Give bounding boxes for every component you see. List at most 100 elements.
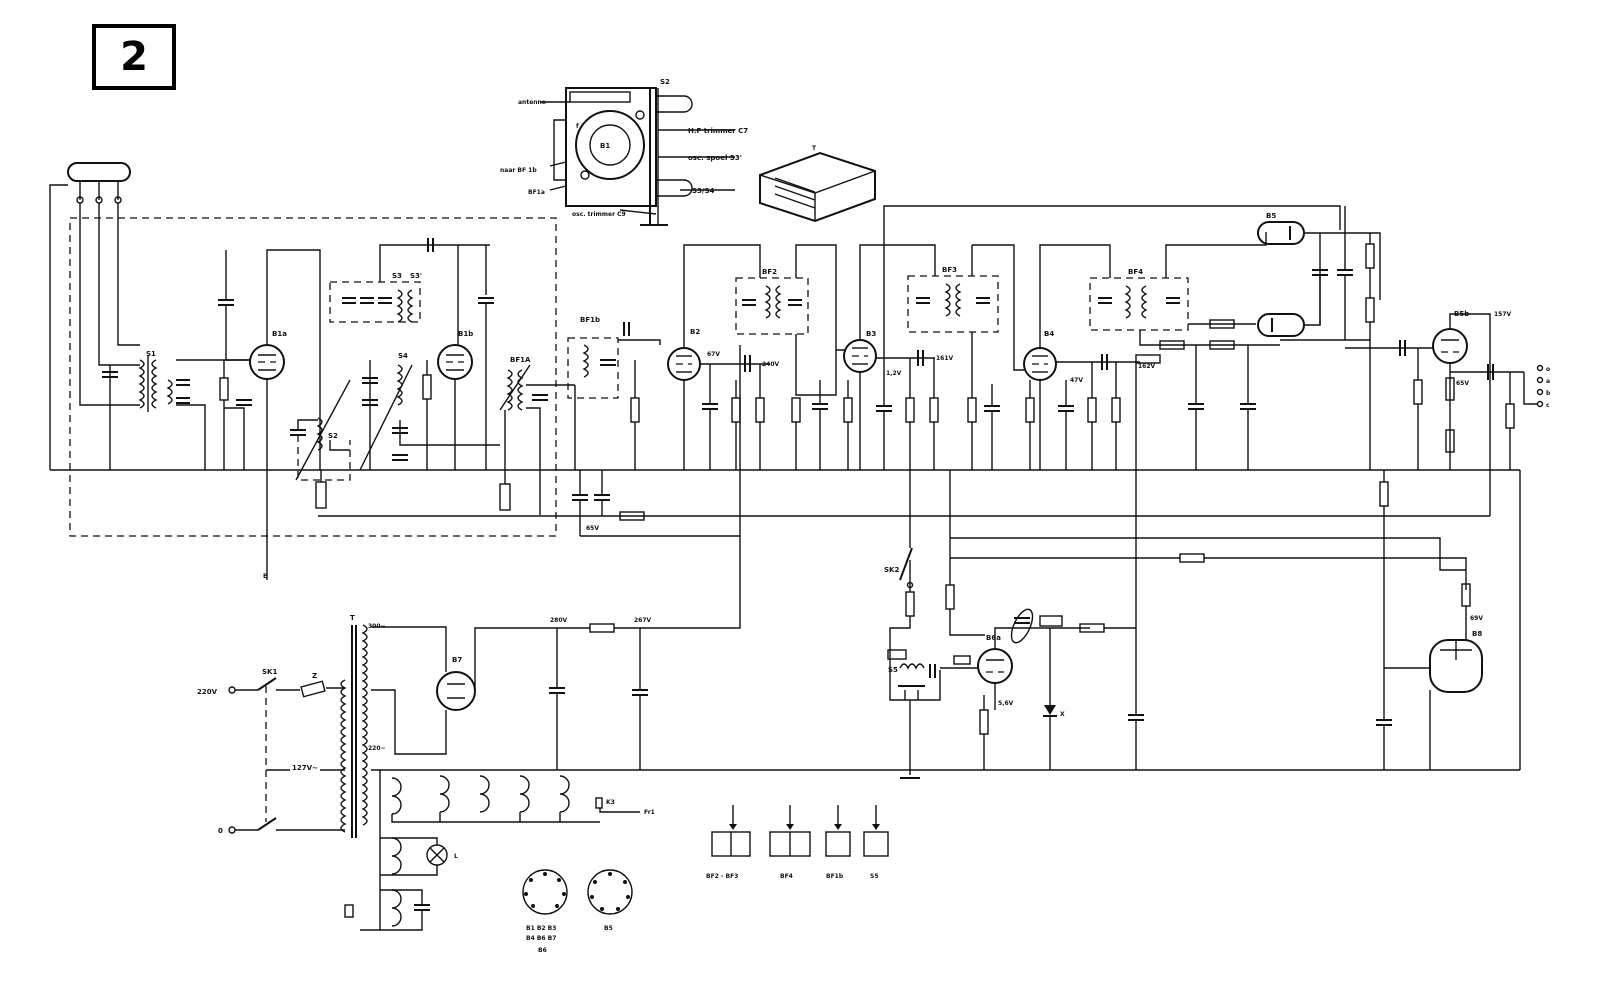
label-b2: B2: [690, 328, 700, 336]
label-osc-trimmer: osc. trimmer C9: [572, 211, 626, 218]
antenna-terminal: [49, 162, 140, 470]
label-b8: B8: [1472, 630, 1482, 638]
volt-b4-47v: 47V: [1070, 377, 1083, 384]
mains-input: 220V 0 SK1 Z: [197, 668, 326, 835]
label-s3s4: S3/S4: [692, 187, 715, 195]
label-fuse: Z: [312, 672, 317, 680]
coil-s4: S4: [359, 352, 413, 471]
output-o: o: [1546, 366, 1550, 373]
label-b4: B4: [1044, 330, 1054, 338]
volt-ps-280v: 280V: [550, 617, 568, 624]
label-b5: B5: [1266, 212, 1276, 220]
label-inset-f: f: [576, 123, 579, 130]
volt-b2-67v: 67V: [707, 351, 720, 358]
label-bf1a: BF1A: [510, 356, 531, 364]
volt-220ac: 220~: [368, 745, 386, 752]
output-a: a: [1546, 378, 1550, 385]
label-naar-bf1b: naar BF 1b: [500, 167, 537, 174]
svg-text:B4 B6 B7: B4 B6 B7: [526, 935, 556, 942]
label-sk2: SK2: [884, 566, 899, 574]
tube-b5b: B5b: [1432, 310, 1469, 364]
volt-b2-240v: 240V: [762, 361, 780, 368]
output-c: c: [1546, 402, 1550, 409]
label-bf1b: BF1b: [580, 316, 600, 324]
filter-bf1b: BF1b: [567, 316, 619, 399]
filter-bf2: BF2: [735, 268, 809, 335]
svg-text:1,2V: 1,2V: [886, 370, 902, 377]
tube-b8: B8: [1429, 630, 1483, 693]
label-hf-trimmer: H.F trimmer C7: [688, 127, 748, 135]
label-x: X: [1060, 711, 1065, 718]
heater-chain: K3 Fr1 L: [344, 770, 655, 931]
sheet-number-box: 2: [92, 24, 176, 90]
svg-text:B1 B2 B3: B1 B2 B3: [526, 925, 556, 932]
label-0: 0: [218, 827, 223, 835]
label-bf3: BF3: [942, 266, 957, 274]
volt-b8-69v: 69V: [1470, 615, 1483, 622]
rf-section-enclosure: [69, 217, 557, 537]
label-k3: K3: [606, 799, 615, 806]
socket-pin-views: B1 B2 B3 B4 B6 B7 B6 B5: [522, 869, 633, 954]
volt-b4-162v: 162V: [1138, 363, 1156, 370]
label-b3: B3: [866, 330, 876, 338]
legend-s5: S5: [870, 873, 879, 880]
label-t: T: [350, 614, 355, 622]
label-bf1a: BF1a: [528, 189, 545, 196]
tube-b7: B7: [436, 656, 476, 711]
label-s5: S5: [888, 666, 898, 674]
label-inset-s2: S2: [660, 78, 670, 86]
coil-pin-legend: BF2 - BF3 BF4 BF1b S5: [706, 805, 889, 880]
legend-bf4: BF4: [780, 873, 793, 880]
label-220v: 220V: [197, 688, 218, 696]
label-s3: S3: [392, 272, 402, 280]
output-terminals: o a b c: [1523, 364, 1551, 409]
label-transformer-t: T: [812, 145, 817, 152]
label-sk1: SK1: [262, 668, 277, 676]
volt-agc: 65V: [586, 525, 599, 532]
volt-b6a: 5,6V: [998, 700, 1014, 707]
filter-bf3: BF3: [907, 266, 999, 333]
label-b6-pinview: B6: [538, 947, 547, 954]
filter-bf4: BF4: [1089, 268, 1189, 331]
label-s1: S1: [146, 350, 156, 358]
power-transformer: T 300~ 220~ 127V~: [292, 614, 386, 838]
label-osc-spoel: osc. spoel S3': [688, 154, 742, 162]
coil-s2: S2: [295, 379, 351, 481]
label-bf4: BF4: [1128, 268, 1143, 276]
label-b1a: B1a: [272, 330, 287, 338]
label-b5-pinview: B5: [604, 925, 613, 932]
label-b6a: B6a: [986, 634, 1001, 642]
label-s3p: S3': [410, 272, 422, 280]
filter-bf1a: BF1A: [499, 356, 531, 411]
sheet-number: 2: [120, 34, 148, 80]
coil-s3: S3 S3': [329, 272, 422, 323]
tube-b1b: B1b: [437, 330, 473, 380]
volt-b3-161v: 161V: [936, 355, 954, 362]
label-bf2: BF2: [762, 268, 777, 276]
svg-text:E: E: [263, 573, 267, 580]
tube-b1a: B1a: [249, 330, 287, 380]
label-b1b: B1b: [458, 330, 473, 338]
label-antenne: antenne: [518, 99, 546, 106]
output-b: b: [1546, 390, 1551, 397]
volt-b5b-157v: 157V: [1494, 311, 1512, 318]
volt-127v: 127V~: [292, 764, 318, 772]
label-s2: S2: [328, 432, 338, 440]
transformer-drawing: T: [759, 145, 876, 223]
switch-sk2: SK2: [884, 547, 914, 589]
coil-s5: S5: [887, 649, 925, 674]
label-l: L: [454, 853, 458, 860]
label-b7: B7: [452, 656, 462, 664]
tuning-unit-inset: antenne naar BF 1b BF1a H.F trimmer C7 o…: [500, 78, 748, 226]
volt-ps-267v: 267V: [634, 617, 652, 624]
volt-b5b-65v: 65V: [1456, 380, 1469, 387]
coil-s1: S1: [138, 350, 173, 412]
legend-bf1b: BF1b: [826, 873, 844, 880]
tube-b5: B5: [1257, 212, 1305, 337]
legend-bf2-bf3: BF2 - BF3: [706, 873, 738, 880]
label-s4: S4: [398, 352, 408, 360]
label-fr: Fr1: [644, 809, 655, 816]
label-inset-b1: B1: [600, 142, 610, 150]
